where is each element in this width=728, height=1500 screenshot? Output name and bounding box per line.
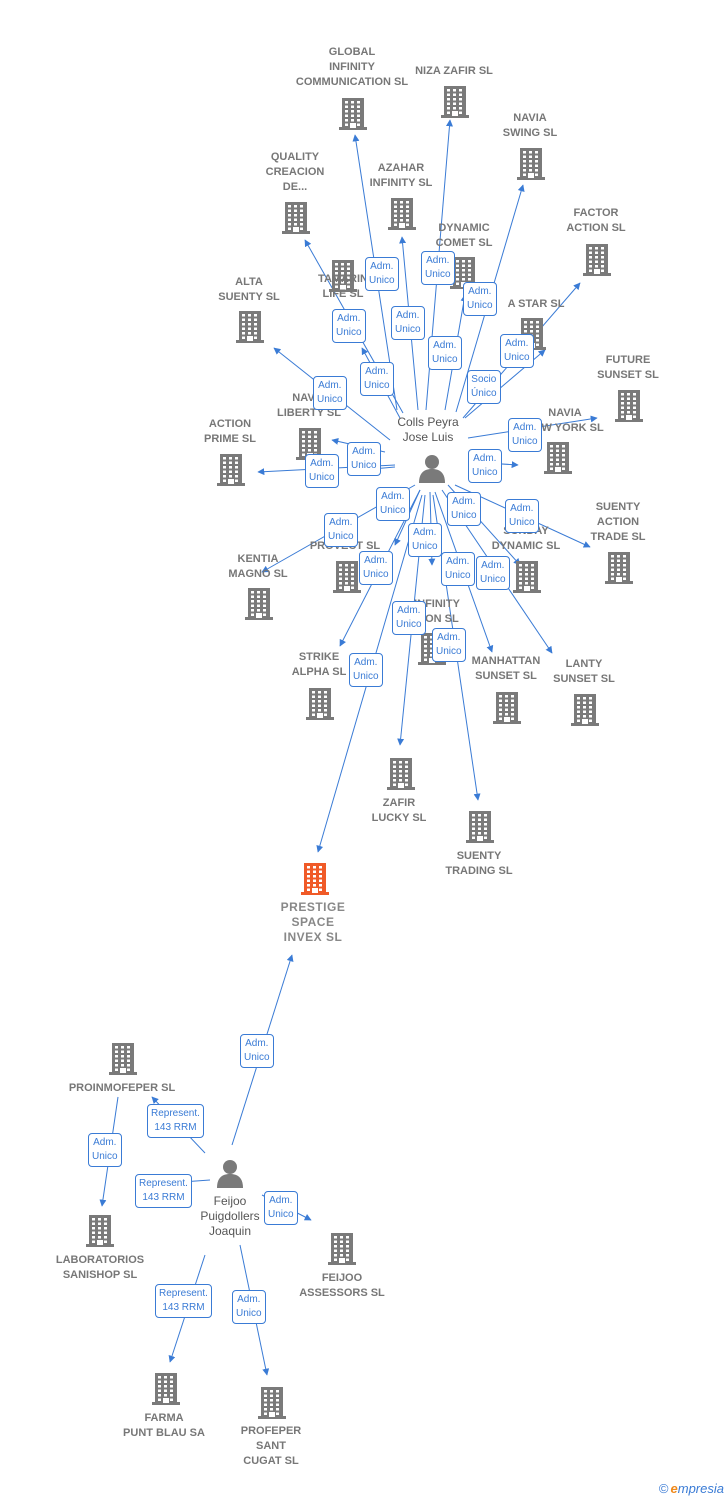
company-label-naviaswing[interactable]: NAVIA SWING SL	[502, 112, 558, 139]
edge-label-prestige[interactable]: Adm. Unico	[349, 653, 383, 687]
building-icon[interactable]	[387, 756, 415, 795]
edge-label-manhattan[interactable]: Adm. Unico	[441, 552, 475, 586]
building-icon[interactable]	[301, 861, 329, 900]
building-icon[interactable]	[388, 196, 416, 235]
edge-label-prestige2[interactable]: Adm. Unico	[240, 1034, 274, 1068]
building-icon[interactable]	[282, 200, 310, 239]
edge-label-quality[interactable]: Adm. Unico	[332, 309, 366, 343]
company-label-suentytrading[interactable]: SUENTY TRADING SL	[445, 850, 513, 877]
edge-label-actionprime[interactable]: Adm. Unico	[305, 454, 339, 488]
person-label-feijoo[interactable]: Feijoo Puigdollers Joaquin	[200, 1194, 260, 1238]
brand-name: mpresia	[677, 1481, 724, 1496]
edge-label-navianew[interactable]: Adm. Unico	[468, 449, 502, 483]
building-icon[interactable]	[517, 146, 545, 185]
building-icon[interactable]	[583, 242, 611, 281]
company-label-quality[interactable]: QUALITY CREACION DE...	[265, 151, 325, 193]
building-icon[interactable]	[328, 1231, 356, 1270]
edge-label-niza[interactable]: Adm. Unico	[421, 251, 455, 285]
edge-label-strike[interactable]: Adm. Unico	[359, 551, 393, 585]
edge-label-suentytrading[interactable]: Adm. Unico	[432, 628, 466, 662]
brand-footer: ©empresia	[659, 1481, 724, 1496]
company-label-manhattan[interactable]: MANHATTAN SUNSET SL	[471, 655, 541, 682]
company-label-laboratorios[interactable]: LABORATORIOS SANISHOP SL	[55, 1254, 145, 1281]
edge-label-farma[interactable]: Represent. 143 RRM	[155, 1284, 212, 1318]
company-label-lanty[interactable]: LANTY SUNSET SL	[553, 658, 615, 685]
company-label-star[interactable]: A STAR SL	[507, 298, 565, 310]
edge-label-naviaswing[interactable]: Adm. Unico	[463, 282, 497, 316]
building-icon[interactable]	[466, 809, 494, 848]
building-icon[interactable]	[109, 1041, 137, 1080]
company-label-future[interactable]: FUTURE SUNSET SL	[597, 354, 659, 381]
brand-initial: e	[670, 1481, 678, 1496]
company-label-prestige[interactable]: PRESTIGE SPACE INVEX SL	[280, 900, 346, 944]
edge-label-tamarin[interactable]: Adm. Unico	[360, 362, 394, 396]
building-icon[interactable]	[306, 686, 334, 725]
company-label-farma[interactable]: FARMA PUNT BLAU SA	[123, 1412, 205, 1439]
building-icon[interactable]	[339, 96, 367, 135]
company-label-profeper[interactable]: PROFEPER SANT CUGAT SL	[240, 1425, 302, 1467]
company-label-feijooassessors[interactable]: FEIJOO ASSESSORS SL	[299, 1272, 385, 1299]
edge-label-suentyaction[interactable]: Adm. Unico	[505, 499, 539, 533]
building-icon[interactable]	[258, 1385, 286, 1424]
edge-label-laboratorios[interactable]: Adm. Unico	[88, 1133, 122, 1167]
building-icon[interactable]	[333, 559, 361, 598]
edge-label-future[interactable]: Adm. Unico	[508, 418, 542, 452]
person-label-colls[interactable]: Colls Peyra Jose Luis	[397, 415, 459, 444]
edge-label-dynamiccomet[interactable]: Adm. Unico	[428, 336, 462, 370]
edge-label-lanty[interactable]: Adm. Unico	[476, 556, 510, 590]
company-label-suentyaction[interactable]: SUENTY ACTION TRADE SL	[590, 501, 646, 543]
building-icon[interactable]	[217, 452, 245, 491]
company-label-altasuenty[interactable]: ALTA SUENTY SL	[218, 276, 280, 303]
company-label-zafir[interactable]: ZAFIR LUCKY SL	[371, 797, 427, 824]
company-label-factor[interactable]: FACTOR ACTION SL	[566, 207, 626, 234]
edge-label-altasuenty[interactable]: Adm. Unico	[313, 376, 347, 410]
person-icon[interactable]	[215, 1158, 245, 1193]
company-label-global[interactable]: GLOBAL INFINITY COMMUNICATION SL	[295, 46, 409, 88]
company-label-proinmofeper[interactable]: PROINMOFEPER SL	[68, 1082, 176, 1094]
building-icon[interactable]	[236, 309, 264, 348]
edge-label-zafir[interactable]: Adm. Unico	[392, 601, 426, 635]
building-icon[interactable]	[86, 1213, 114, 1252]
edge-label-star[interactable]: Socio Único	[467, 370, 501, 404]
edge-label-provect[interactable]: Adm. Unico	[376, 487, 410, 521]
edge-label-factor[interactable]: Adm. Unico	[500, 334, 534, 368]
person-icon[interactable]	[417, 453, 447, 488]
building-icon[interactable]	[441, 84, 469, 123]
building-icon[interactable]	[329, 258, 357, 297]
company-label-tamarin[interactable]: TAMARIN LIFE SL	[318, 273, 368, 300]
company-label-niza[interactable]: NIZA ZAFIR SL	[415, 65, 493, 77]
building-icon[interactable]	[615, 388, 643, 427]
building-icon[interactable]	[493, 690, 521, 729]
copyright-symbol: ©	[658, 1481, 669, 1496]
building-icon[interactable]	[152, 1371, 180, 1410]
company-label-azahar[interactable]: AZAHAR INFINITY SL	[369, 162, 433, 189]
edge-label-infinity[interactable]: Adm. Unico	[408, 523, 442, 557]
edge-label-laboratorios2[interactable]: Represent. 143 RRM	[135, 1174, 192, 1208]
company-label-kentia[interactable]: KENTIA MAGNO SL	[228, 553, 288, 580]
edge-label-kentia[interactable]: Adm. Unico	[324, 513, 358, 547]
edge-label-azahar[interactable]: Adm. Unico	[391, 306, 425, 340]
edge-label-feijooassessors[interactable]: Adm. Unico	[264, 1191, 298, 1225]
building-icon[interactable]	[513, 559, 541, 598]
building-icon[interactable]	[571, 692, 599, 731]
edge-label-sunday[interactable]: Adm. Unico	[447, 492, 481, 526]
edge-label-global[interactable]: Adm. Unico	[365, 257, 399, 291]
edge-label-proinmofeper[interactable]: Represent. 143 RRM	[147, 1104, 204, 1138]
company-label-dynamiccomet[interactable]: DYNAMIC COMET SL	[435, 222, 493, 249]
edge-label-navialiberty[interactable]: Adm. Unico	[347, 442, 381, 476]
building-icon[interactable]	[245, 586, 273, 625]
edge-label-profeper[interactable]: Adm. Unico	[232, 1290, 266, 1324]
company-label-actionprime[interactable]: ACTION PRIME SL	[204, 418, 256, 445]
building-icon[interactable]	[544, 440, 572, 479]
building-icon[interactable]	[605, 550, 633, 589]
company-label-strike[interactable]: STRIKE ALPHA SL	[291, 651, 347, 678]
